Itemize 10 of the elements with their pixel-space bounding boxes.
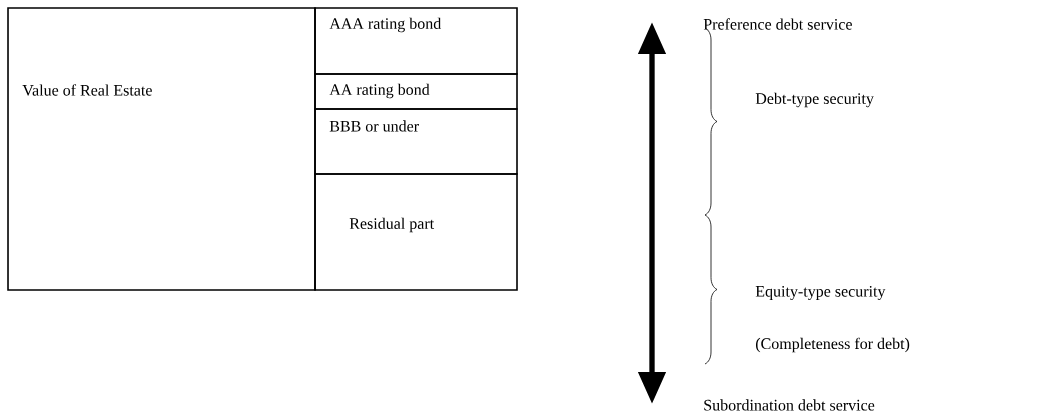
- table-cell: Residual part: [314, 173, 518, 291]
- table-cell: AAA rating bond: [314, 7, 518, 75]
- label-text: (Completeness for debt): [756, 337, 910, 353]
- table-cell: BBB or under: [314, 108, 518, 175]
- table-cell: Value of Real Estate: [7, 7, 316, 291]
- label-text: Subordination debt service: [704, 399, 875, 411]
- label-text: Preference debt service: [703, 18, 852, 30]
- table-cell: AA rating bond: [314, 73, 518, 110]
- label-text: Equity-type security: [755, 285, 886, 300]
- label-text: Debt-type security: [755, 92, 874, 108]
